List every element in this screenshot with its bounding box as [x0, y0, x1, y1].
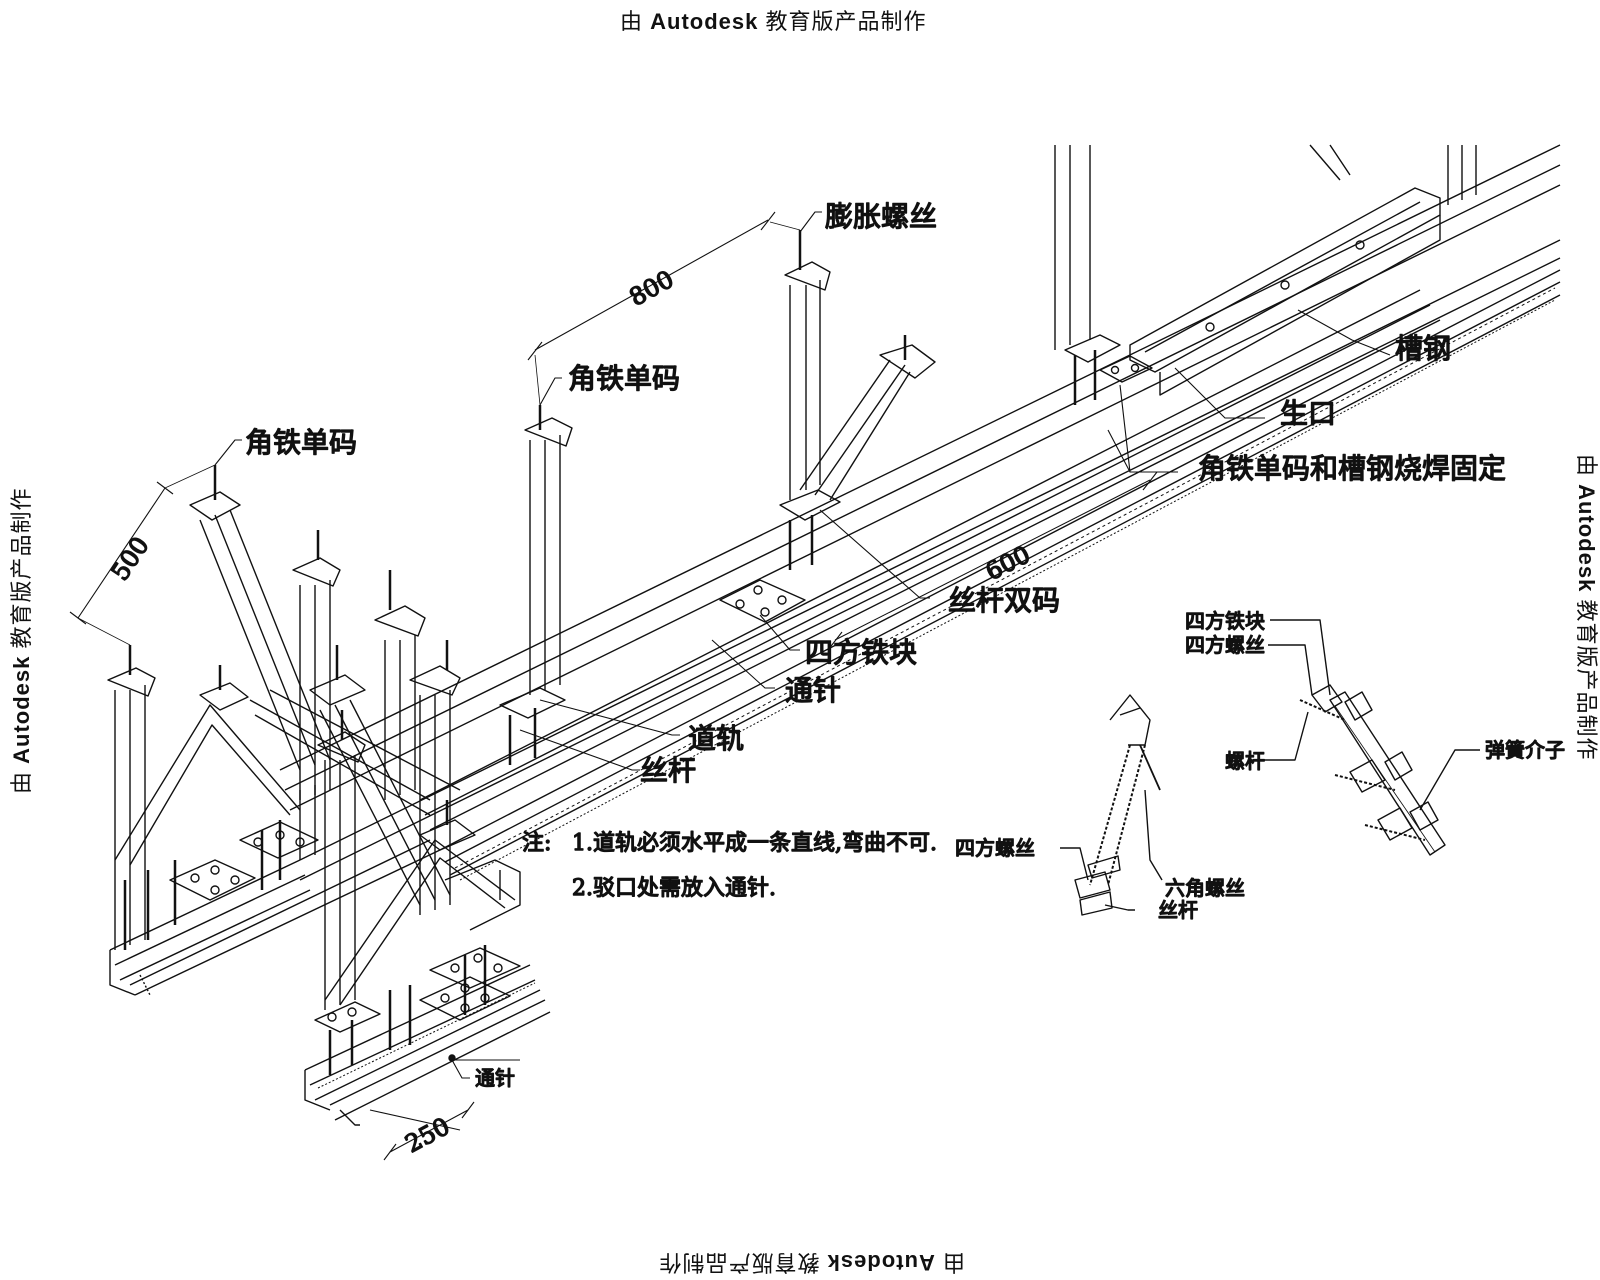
- detail-square-block: [1260, 619, 1480, 856]
- dimension-values: 800 600 500 250: [105, 264, 1035, 1159]
- label-square-block: 四方铁块: [805, 636, 917, 669]
- label-threaded-rod: 丝杆: [640, 754, 696, 787]
- callout-labels: 膨胀螺丝 角铁单码 角铁单码 槽钢 生口 角铁单码和槽钢烧焊固定 丝杆双码 四方…: [244, 199, 1506, 1090]
- square-blocks: [719, 355, 1153, 623]
- label-through-pin: 通针: [785, 674, 841, 707]
- detail-b-bolt-rod: 螺杆: [1225, 749, 1265, 773]
- dimension-lines: [69, 211, 1158, 1161]
- label-joint: 生口: [1280, 397, 1336, 430]
- detail-b-square-nut: 四方螺丝: [1185, 633, 1265, 657]
- label-through-pin-bottom: 通针: [475, 1066, 515, 1090]
- front-lower-cluster: [304, 570, 551, 1126]
- label-rod-double: 丝杆双码: [948, 584, 1060, 617]
- label-channel-steel: 槽钢: [1395, 332, 1451, 365]
- detail-b-spring-washer: 弹簧介子: [1485, 738, 1565, 762]
- detail-b-square-block: 四方铁块: [1185, 609, 1265, 633]
- dim-500: 500: [106, 532, 155, 586]
- hanger-posts: [499, 230, 1121, 765]
- notes-line-2: 2.驳口处需放入通针.: [572, 876, 776, 901]
- notes-prefix: 注:: [522, 831, 551, 856]
- notes-block: 注: 1.道轨必须水平成一条直线,弯曲不可. 2.驳口处需放入通针.: [521, 830, 937, 901]
- label-expansion-bolt: 膨胀螺丝: [825, 200, 937, 233]
- detail-a-square-nut: 四方螺丝: [955, 836, 1035, 860]
- label-angle-single-a: 角铁单码: [568, 362, 680, 395]
- label-weld-note: 角铁单码和槽钢烧焊固定: [1198, 452, 1506, 485]
- notes-line-1: 1.道轨必须水平成一条直线,弯曲不可.: [572, 831, 937, 856]
- leader-lines: [214, 211, 1391, 1079]
- detail-block-labels: 四方铁块 四方螺丝 螺杆 弹簧介子: [1184, 608, 1565, 773]
- watermark-top: 由 Autodesk 教育版产品制作: [620, 9, 927, 34]
- channel-steel: [1129, 187, 1441, 396]
- detail-a-threaded-rod: 丝杆: [1158, 898, 1198, 922]
- main-rail-assembly: [279, 144, 1561, 881]
- detail-a-hex-nut: 六角螺丝: [1165, 876, 1245, 900]
- detail-rod-labels: 四方螺丝 六角螺丝 丝杆: [954, 835, 1245, 922]
- label-rail: 道轨: [688, 722, 744, 755]
- frame-posts: [1054, 144, 1477, 350]
- dim-800: 800: [625, 265, 679, 312]
- detail-rod-assembly: [1060, 694, 1163, 916]
- label-angle-single-b: 角铁单码: [245, 426, 357, 459]
